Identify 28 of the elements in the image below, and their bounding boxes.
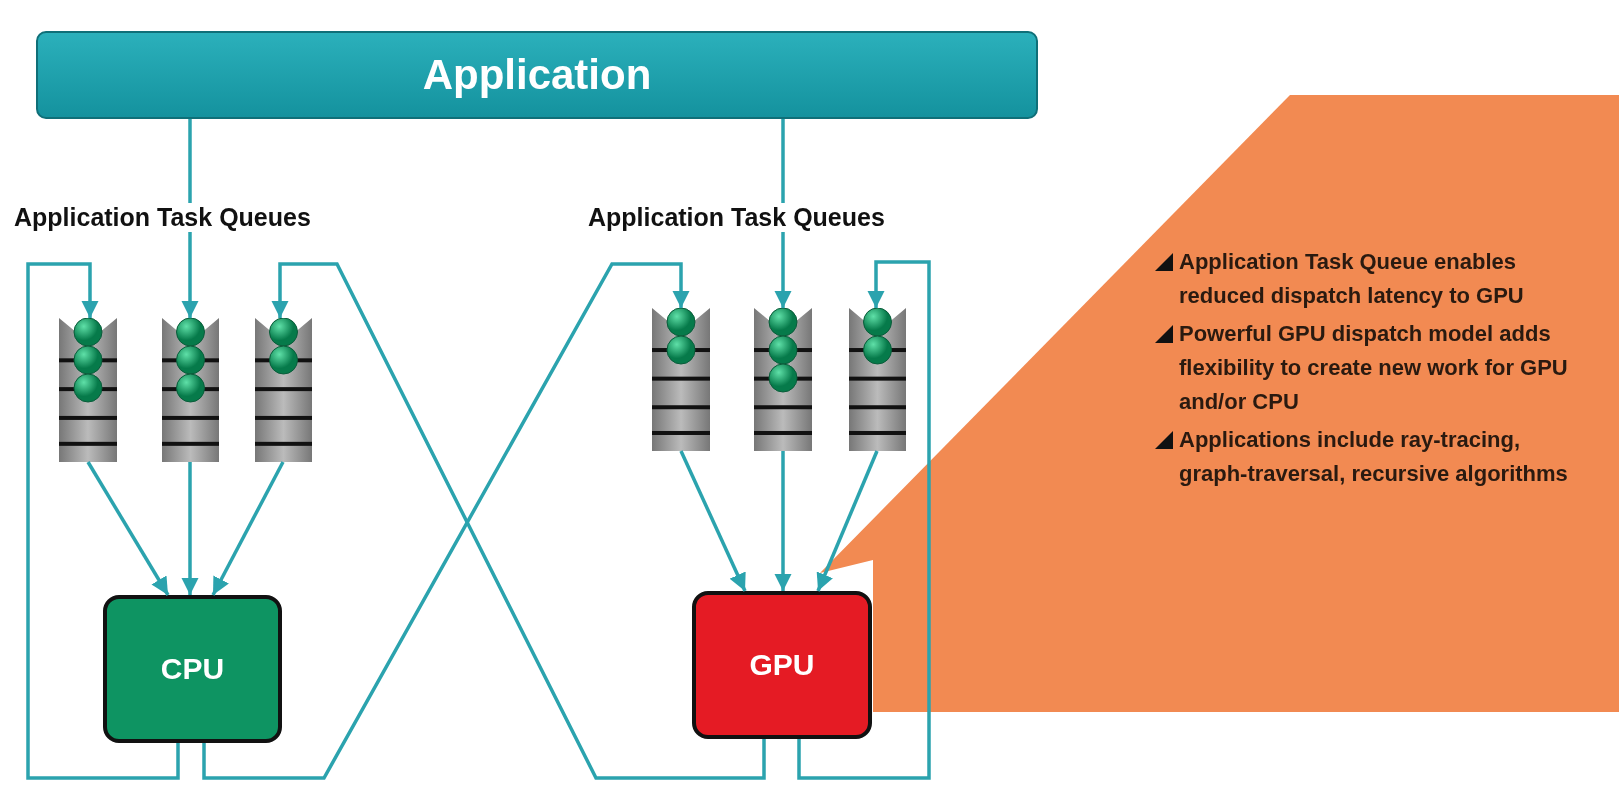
processor-box: [103, 595, 282, 743]
arrow: [816, 450, 879, 592]
arrow: [271, 262, 766, 780]
processor-label: GPU: [748, 648, 816, 682]
arrow: [211, 461, 285, 596]
queue-drawing: [652, 308, 710, 451]
section-heading: Application Task Queues: [12, 203, 313, 232]
queue-drawing: [255, 318, 312, 462]
queue-drawing: [754, 308, 812, 451]
bullet-text: Applications include ray-tracing, graph-traversal, recursive algorithms: [1179, 426, 1569, 488]
bar-title: Application: [421, 51, 653, 99]
arrow: [679, 450, 747, 592]
arrow: [86, 461, 170, 596]
arrow: [26, 262, 180, 780]
section-heading: Application Task Queues: [586, 203, 887, 232]
bullet-text: Powerful GPU dispatch model adds flexibility to create new work for GPU and/or CPU: [1179, 320, 1569, 416]
bullet-text: Application Task Queue enables reduced dispatch latency to GPU: [1179, 248, 1525, 310]
queue-drawing: [59, 318, 117, 462]
arrow: [774, 451, 792, 591]
processor-box: [692, 591, 872, 739]
queue-drawing: [849, 308, 906, 451]
application-bar: [36, 31, 1038, 119]
processor-label: CPU: [159, 652, 226, 686]
callout-panel: [940, 95, 1619, 712]
queue-drawing: [162, 318, 219, 462]
arrow: [202, 262, 690, 780]
arrow: [797, 260, 931, 780]
arrow: [181, 462, 199, 595]
